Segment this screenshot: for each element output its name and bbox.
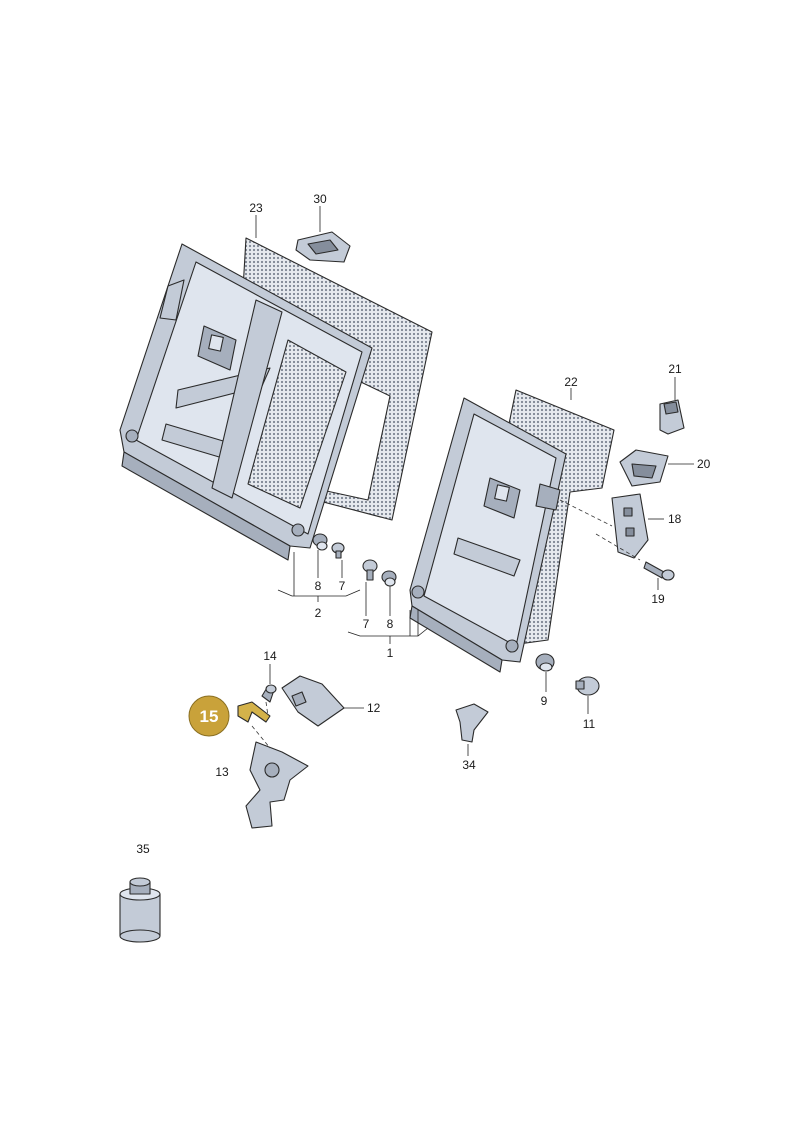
backrest-frame-left — [119, 243, 373, 561]
cap-part-11 — [575, 676, 600, 696]
cover-cap-part-21 — [659, 399, 685, 435]
callout-30: 30 — [313, 192, 327, 206]
callout-9: 9 — [541, 694, 548, 708]
callout-11: 11 — [583, 717, 596, 731]
callout-7-left: 7 — [339, 579, 346, 593]
container-part-35 — [119, 877, 161, 943]
screw-part-19 — [643, 561, 675, 581]
bracket-part-34 — [455, 703, 489, 743]
callout-23: 23 — [249, 201, 263, 215]
dashed-assembly-lines — [251, 499, 641, 749]
callout-34: 34 — [462, 758, 476, 772]
trim-frame-part-20 — [619, 449, 669, 487]
callout-7-mid: 7 — [363, 617, 370, 631]
bushing-part-8-mid — [381, 570, 397, 587]
leader-lines — [255, 206, 694, 756]
clip-part-15 — [237, 701, 271, 723]
bolt-part-7-left — [331, 542, 345, 559]
callout-8-left: 8 — [315, 579, 322, 593]
cover-part-12 — [281, 675, 345, 727]
screw-part-14 — [261, 684, 277, 703]
callout-22: 22 — [564, 375, 578, 389]
callout-18: 18 — [668, 512, 682, 526]
callout-2: 2 — [315, 606, 322, 620]
callout-15-label: 15 — [200, 707, 219, 726]
lock-part-18 — [611, 493, 649, 559]
callout-1: 1 — [387, 646, 394, 660]
bushing-part-8-left — [312, 533, 328, 551]
callout-14: 14 — [263, 649, 277, 663]
callout-8-mid: 8 — [387, 617, 394, 631]
callout-20: 20 — [697, 457, 711, 471]
callout-13: 13 — [215, 765, 229, 779]
bushing-part-9 — [535, 653, 555, 672]
callout-21: 21 — [668, 362, 682, 376]
bolt-part-7-mid — [362, 559, 378, 581]
callout-19: 19 — [651, 592, 665, 606]
release-handle-housing — [295, 231, 351, 263]
backrest-frame-right — [409, 397, 567, 673]
callout-12: 12 — [367, 701, 381, 715]
hinge-part-13 — [245, 741, 309, 829]
callout-35: 35 — [136, 842, 150, 856]
highlighted-callout-15[interactable]: 15 — [188, 695, 230, 737]
